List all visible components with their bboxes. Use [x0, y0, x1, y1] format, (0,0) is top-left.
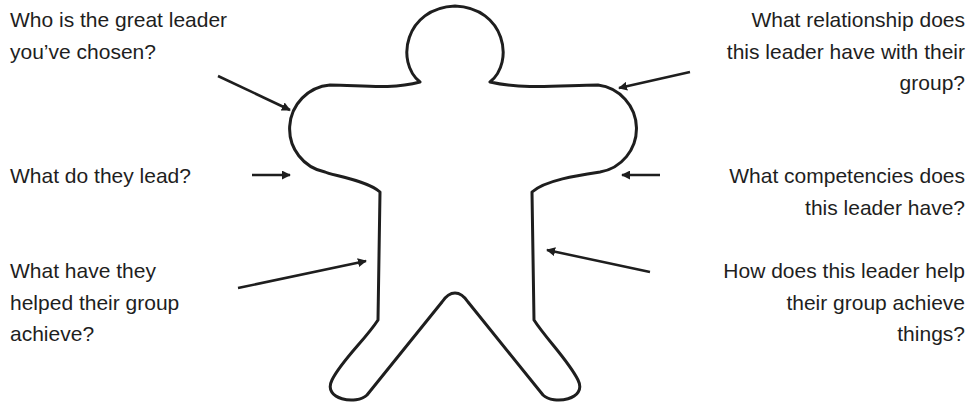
leader-arrow [547, 250, 650, 272]
question-label: How does this leader help their group ac… [717, 255, 965, 350]
leader-arrow [238, 261, 366, 288]
leader-arrow [218, 76, 290, 110]
question-label: What have they helped their group achiev… [10, 255, 202, 350]
question-label: Who is the great leader you’ve chosen? [10, 4, 260, 67]
leader-arrow [622, 174, 660, 177]
question-label: What do they lead? [10, 160, 260, 192]
question-label: What relationship does this leader have … [720, 4, 965, 99]
question-label: What competencies does this leader have? [715, 160, 965, 223]
gingerbread-figure [290, 6, 637, 400]
leader-arrow [252, 174, 290, 177]
leader-arrow [619, 72, 690, 88]
